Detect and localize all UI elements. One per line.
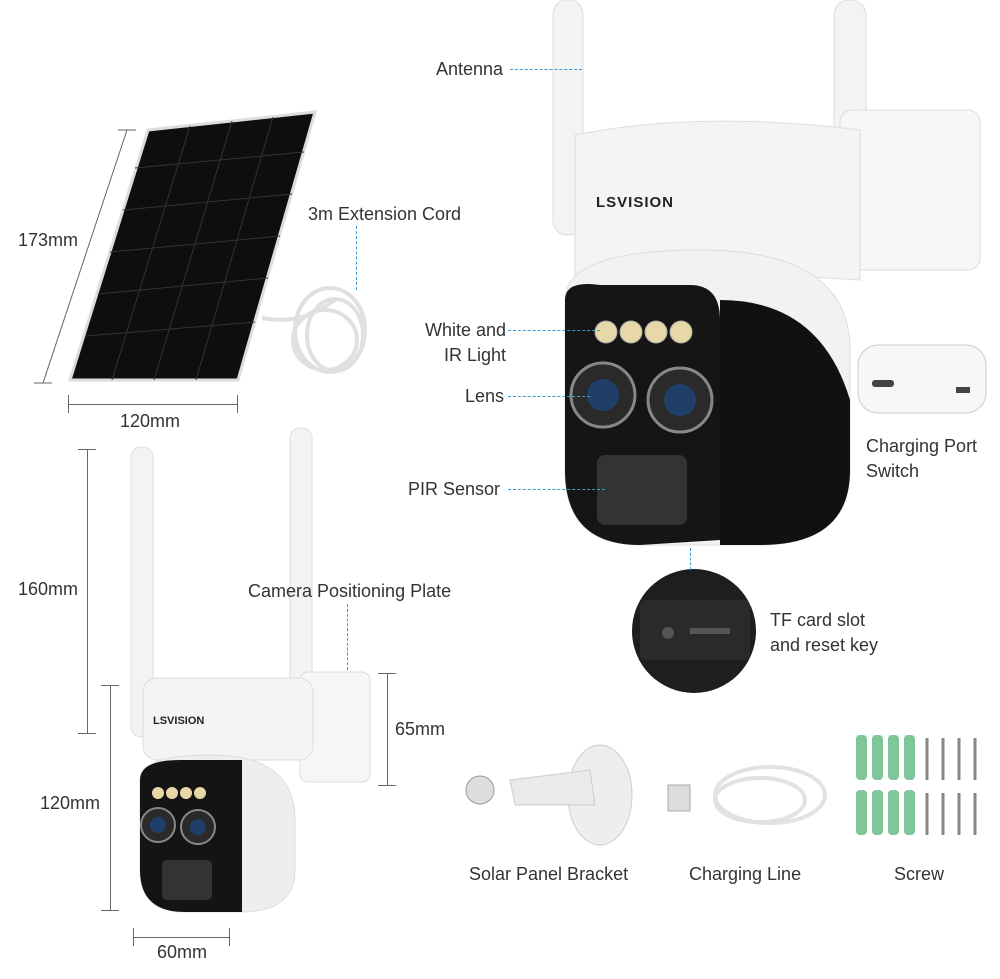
- brand-logo-small: LSVISION: [153, 715, 205, 727]
- charging-port-label-line1: Charging Port: [866, 436, 978, 456]
- dimension-cap: [68, 395, 69, 413]
- dimension-cap: [78, 449, 96, 450]
- dimension-cap: [101, 910, 119, 911]
- solar-panel-bracket-image: [465, 744, 633, 846]
- plate-height-line: [387, 673, 388, 785]
- panel-width-dimension: 120mm: [120, 411, 181, 431]
- accessory-label-screw: Screw: [894, 864, 945, 884]
- dimension-cap: [101, 685, 119, 686]
- dimension-cap: [378, 673, 396, 674]
- camera-body-height-line: [110, 685, 111, 910]
- white-ir-light-label-line1: White and: [424, 320, 506, 340]
- screws-image: [856, 735, 977, 835]
- charging-line-image: [667, 765, 827, 825]
- camera-width-dimension: 60mm: [157, 942, 208, 962]
- tf-card-leader: [690, 548, 691, 570]
- lens-leader: [508, 396, 590, 397]
- antenna-label: Antenna: [436, 59, 504, 79]
- positioning-plate-leader: [347, 604, 348, 670]
- pir-sensor-label: PIR Sensor: [408, 479, 501, 499]
- accessory-label-bracket: Solar Panel Bracket: [469, 864, 629, 884]
- extension-cord-label: 3m Extension Cord: [308, 204, 462, 224]
- white-ir-light-label-line2: IR Light: [443, 345, 506, 365]
- panel-height-dimension: 173mm: [18, 230, 79, 250]
- pir-sensor-leader: [508, 489, 605, 490]
- dimension-cap: [133, 928, 134, 946]
- side-camera: [130, 427, 371, 913]
- tf-card-closeup: [632, 569, 756, 693]
- tf-card-label-line1: TF card slot: [770, 610, 866, 630]
- ir-light-leader: [508, 330, 600, 331]
- extension-cord-leader: [356, 226, 357, 290]
- camera-body-height-dimension: 120mm: [40, 793, 101, 813]
- dimension-cap: [78, 733, 96, 734]
- dimension-cap: [229, 928, 230, 946]
- lens-label: Lens: [465, 386, 505, 406]
- main-camera: [552, 0, 981, 546]
- tf-card-label-line2: and reset key: [770, 635, 879, 655]
- charging-port-closeup: [857, 344, 987, 414]
- panel-width-line: [68, 404, 237, 405]
- plate-height-dimension: 65mm: [395, 719, 446, 739]
- dimension-cap: [237, 395, 238, 413]
- camera-width-line: [133, 937, 229, 938]
- accessory-label-charging-line: Charging Line: [689, 864, 802, 884]
- panel-height-dimension-line: [42, 129, 128, 384]
- brand-logo: LSVISION: [596, 194, 675, 211]
- camera-total-height-line: [87, 449, 88, 733]
- dimension-cap: [378, 785, 396, 786]
- solar-panel: [67, 110, 318, 382]
- camera-total-height-dimension: 160mm: [18, 579, 79, 599]
- extension-cord: [261, 286, 367, 374]
- charging-port-label-line2: Switch: [866, 461, 920, 481]
- antenna-leader: [510, 69, 582, 70]
- positioning-plate-label: Camera Positioning Plate: [248, 581, 452, 601]
